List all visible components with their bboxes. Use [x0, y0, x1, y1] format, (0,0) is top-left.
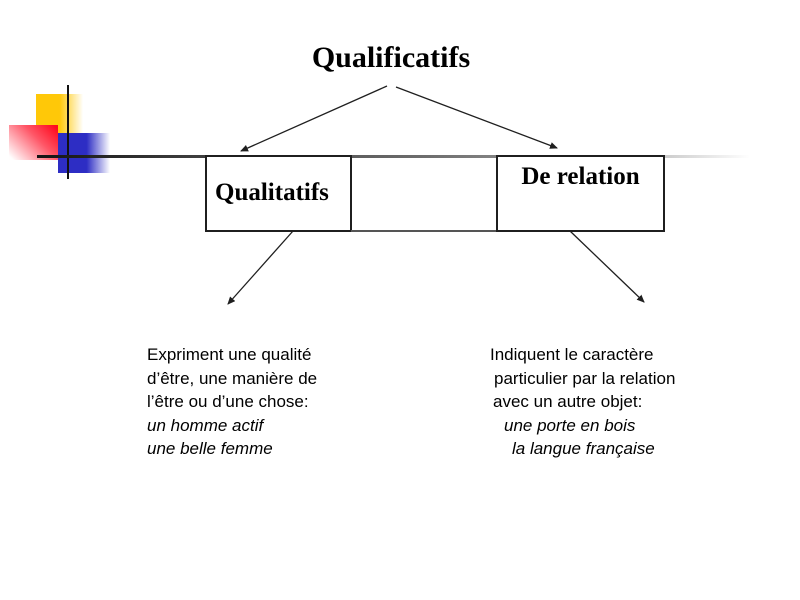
- box-de-relation-label: De relation: [521, 163, 640, 190]
- horizontal-rule-line: [37, 155, 750, 158]
- decoration-red-square: [9, 125, 58, 160]
- arrow-title-to-qualitatifs: [240, 85, 388, 152]
- note-line: avec un autre objet:: [493, 392, 643, 411]
- decoration-vertical-line: [67, 85, 69, 179]
- note-de-relation: Indiquent le caractère particulier par l…: [490, 343, 675, 461]
- note-line: l’être ou d’une chose:: [147, 392, 309, 411]
- box-qualitatifs-label: Qualitatifs: [215, 179, 329, 206]
- box-middle-empty: [351, 155, 497, 232]
- note-line-example: une porte en bois: [504, 415, 636, 435]
- note-line-example: la langue française: [512, 439, 655, 458]
- note-line: Expriment une qualité: [147, 345, 312, 364]
- page-title: Qualificatifs: [311, 41, 471, 74]
- note-line-example: une belle femme: [147, 439, 273, 458]
- box-qualitatifs: Qualitatifs: [205, 155, 352, 232]
- note-line: Indiquent le caractère: [490, 345, 654, 364]
- note-line: d’être, une manière de: [147, 368, 318, 388]
- decoration-blue-square: [58, 133, 110, 173]
- note-line: particulier par la relation: [494, 368, 676, 388]
- arrow-de-relation-to-note: [569, 230, 645, 303]
- note-qualitatifs: Expriment une qualité d’être, une manièr…: [147, 343, 317, 461]
- arrow-title-to-de-relation: [395, 86, 558, 149]
- arrow-qualitatifs-to-note: [227, 230, 294, 305]
- note-line-example: un homme actif: [147, 415, 264, 435]
- box-de-relation: De relation: [496, 155, 665, 232]
